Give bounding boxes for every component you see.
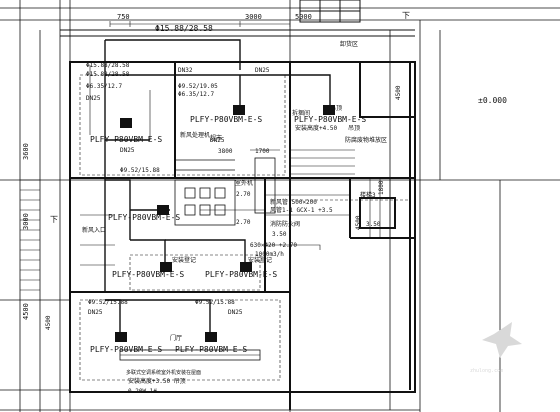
dn-f: DN25 — [228, 309, 243, 316]
note-8: 630×420 +2.70 — [250, 242, 297, 249]
top-dim-line — [109, 21, 291, 27]
dn-d: DN25 — [210, 137, 225, 144]
unit-4: PLFY-P80VBM-E-S — [108, 213, 180, 222]
watermark-logo: zhulong.com — [470, 322, 522, 374]
dn-c: DN25 — [86, 95, 101, 102]
left-dim-4500: 4500 — [22, 303, 30, 320]
unit-1: PLFY-P80VBM-E-S — [90, 135, 162, 144]
down-label-2: 下 — [50, 215, 58, 224]
unload-label: 卸货区 — [340, 40, 358, 48]
stair-hatch — [20, 179, 40, 291]
room-11: 楼梯3 — [360, 191, 376, 199]
pipe-3: Φ9.52/19.05 — [178, 83, 218, 90]
inner-dim-b: 1700 — [255, 148, 270, 155]
room-10: 0.20W 1# — [128, 388, 157, 395]
room-2: 拆捆间 — [292, 109, 310, 117]
branch-pipes — [80, 65, 350, 356]
unit-5: PLFY-P80VBM-E-S — [112, 270, 184, 279]
dn-b: DN25 — [255, 67, 270, 74]
room-4: 吊顶 — [348, 125, 360, 132]
pipe-8: Φ15.88/28.58 — [86, 71, 130, 78]
dn-a: DN32 — [178, 67, 193, 74]
note-12: 3.50 — [366, 221, 381, 228]
top-strip — [60, 0, 415, 37]
note-11: 2.70 — [236, 219, 251, 226]
dim-750: 750 — [117, 13, 130, 21]
unit-6: PLFY-P80VBM-E-S — [205, 270, 277, 279]
inner-dim-d: 1800 — [378, 180, 385, 195]
down-label-1: 下 — [402, 11, 410, 20]
unit-7: PLFY-P80VBM-E-S — [90, 345, 162, 354]
room-7: 安装登记 — [248, 256, 272, 264]
left-dim-3000: 3000 — [22, 213, 30, 230]
room-9: 安装高度+3.50 吊顶 — [128, 377, 186, 385]
left-dim-3600: 3600 — [22, 143, 30, 160]
inner-dim-c: 4500 — [395, 85, 402, 100]
pipe-6: Φ9.52/15.88 — [195, 299, 235, 306]
pipe-1: Φ15.88/28.58 — [86, 62, 130, 69]
note-13: 多联式空调系统室外机安装在屋面 — [126, 369, 201, 376]
note-6: 消防防火阀 — [270, 220, 300, 228]
dim-3000: 3000 — [245, 13, 262, 21]
ahu-zone — [119, 157, 276, 361]
dn-g: DN25 — [120, 147, 135, 154]
unit-markers — [115, 105, 335, 342]
room-6: 安装登记 — [172, 256, 196, 264]
svg-text:zhulong.com: zhulong.com — [470, 368, 503, 374]
note-1: 新风处理机 — [180, 131, 210, 139]
stair-right — [290, 149, 391, 238]
dn-e: DN25 — [88, 309, 103, 316]
unit-8: PLFY-P80VBM-E-S — [175, 345, 247, 354]
room-8: 门厅 — [170, 334, 182, 342]
inner-dim-a: 3800 — [218, 148, 233, 155]
level-label: ±0.000 — [478, 96, 507, 105]
dashed-ducts — [79, 74, 410, 381]
note-3: 新风入口 — [82, 226, 106, 234]
unit-3: PLFY-P80VBM-E-S — [294, 115, 366, 124]
note-10: 2.70 — [236, 191, 251, 198]
note-9: 1000m3/h — [255, 251, 284, 258]
note-4: 新风管 500×200 — [270, 198, 317, 206]
inner-dim-f: 4500 — [45, 315, 52, 330]
pipe-5: Φ9.52/15.88 — [88, 299, 128, 306]
inner-dim-e: 4500 — [355, 215, 362, 230]
room-5: 防腐废物堆放区 — [345, 136, 387, 144]
note-7: 3.50 — [272, 231, 287, 238]
pipe-2: Φ6.35/12.7 — [86, 83, 123, 90]
room-12: 吊顶 — [330, 105, 342, 112]
note-2: 室外机 — [235, 179, 253, 187]
room-3: 安装高度+4.50 — [295, 124, 337, 132]
dim-5000: 5000 — [295, 13, 312, 21]
pipe-7: Φ9.52/15.88 — [120, 167, 160, 174]
room-1: 超市 — [210, 134, 222, 142]
note-5: 风管1-1 GCX-1 +3.5 — [270, 206, 333, 214]
unit-2: PLFY-P80VBM-E-S — [190, 115, 262, 124]
main-pipe-label: Φ15.88/28.58 — [155, 24, 213, 33]
pipe-4: Φ6.35/12.7 — [178, 91, 215, 98]
